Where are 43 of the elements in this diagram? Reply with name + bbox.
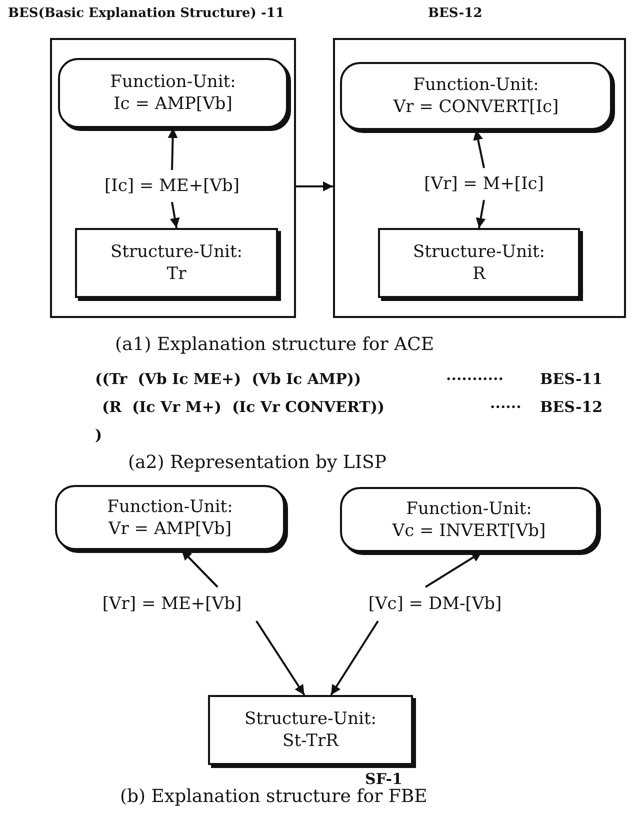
unit-heading: Structure-Unit: xyxy=(109,241,244,263)
structure-unit-box xyxy=(75,228,278,298)
unit-value: Tr xyxy=(166,263,188,285)
unit-value: R xyxy=(472,263,487,285)
function-unit-box xyxy=(55,485,285,550)
unit-value: Ic = AMP[Vb] xyxy=(112,93,234,115)
code-line: BES-11 xyxy=(540,370,603,388)
unit-heading: Structure-Unit: xyxy=(412,241,546,263)
unit-heading: Function-Unit: xyxy=(106,496,234,518)
node-tag: SF-1 xyxy=(365,770,402,788)
code-line: ((Tr (Vb Ic ME+) (Vb Ic AMP)) xyxy=(95,370,362,388)
arrow xyxy=(476,200,486,228)
relation-label: [Vr] = M+[Ic] xyxy=(424,173,544,195)
figure-caption: (a1) Explanation structure for ACE xyxy=(115,334,434,355)
arrow xyxy=(330,620,379,696)
unit-heading: Structure-Unit: xyxy=(243,708,378,730)
code-line: (R (Ic Vr M+) (Ic Vr CONVERT)) xyxy=(102,398,385,416)
unit-value: Vr = CONVERT[Ic] xyxy=(392,96,560,118)
function-unit-box xyxy=(58,58,288,128)
panel-heading: BES(Basic Explanation Structure) -11 xyxy=(8,6,284,21)
unit-value: St-TrR xyxy=(282,730,340,752)
relation-label: [Vr] = ME+[Vb] xyxy=(102,593,242,615)
figure-caption: (b) Explanation structure for FBE xyxy=(120,786,428,807)
arrow xyxy=(170,202,180,228)
arrow xyxy=(256,620,306,696)
code-line: ) xyxy=(95,426,102,444)
unit-value: Vr = AMP[Vb] xyxy=(107,518,232,540)
function-unit-box xyxy=(340,62,612,130)
unit-value: Vc = INVERT[Vb] xyxy=(391,520,547,542)
dot-leader: ··········· xyxy=(446,370,504,388)
dot-leader: ······ xyxy=(490,398,522,416)
panel-heading: BES-12 xyxy=(428,6,482,21)
relation-label: [Ic] = ME+[Vb] xyxy=(104,175,240,197)
unit-heading: Function-Unit: xyxy=(405,498,533,520)
unit-heading: Function-Unit: xyxy=(412,74,540,96)
function-unit-box xyxy=(340,487,598,552)
arrow xyxy=(296,181,333,192)
structure-unit-box xyxy=(378,228,580,298)
relation-label: [Vc] = DM-[Vb] xyxy=(368,593,502,615)
code-line: BES-12 xyxy=(540,398,603,416)
figure-caption: (a2) Representation by LISP xyxy=(128,452,386,473)
unit-heading: Function-Unit: xyxy=(109,71,237,93)
structure-unit-box xyxy=(208,695,413,765)
